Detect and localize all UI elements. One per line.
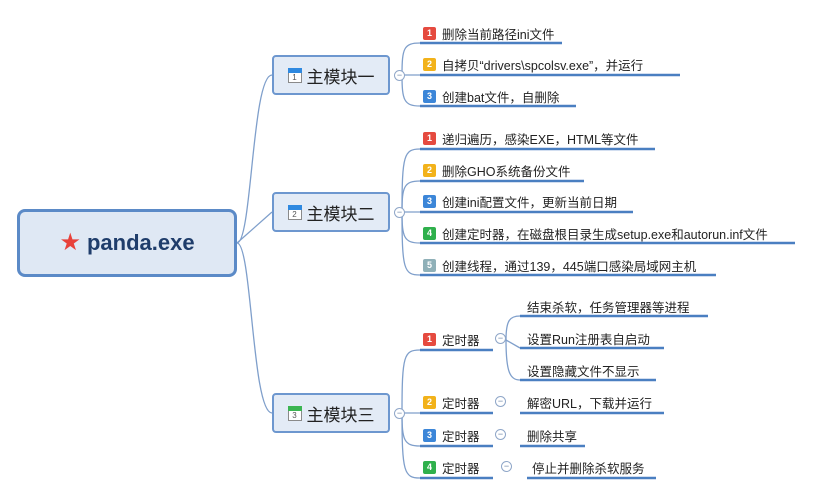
priority-3-icon: 3 [423, 429, 436, 442]
collapse-icon[interactable]: − [495, 396, 506, 407]
priority-2-icon: 2 [423, 396, 436, 409]
collapse-icon[interactable]: − [495, 333, 506, 344]
list-item[interactable]: 2 自拷贝“drivers\spcolsv.exe”，并运行 [423, 55, 643, 74]
item-text: 删除当前路径ini文件 [442, 28, 555, 42]
item-text: 创建bat文件，自删除 [442, 91, 560, 105]
timer-subitem[interactable]: 设置隐藏文件不显示 [527, 365, 640, 379]
collapse-icon[interactable]: − [495, 429, 506, 440]
timer-node-3[interactable]: 3 定时器 [423, 426, 480, 445]
priority-1-icon: 1 [423, 27, 436, 40]
priority-3-icon: 3 [423, 90, 436, 103]
list-item[interactable]: 1 递归遍历，感染EXE，HTML等文件 [423, 129, 639, 148]
timer-subitem[interactable]: 停止并删除杀软服务 [532, 462, 645, 476]
module-node-3[interactable]: 3 主模块三 [272, 393, 390, 433]
calendar-icon: 2 [287, 204, 302, 220]
item-text: 删除GHO系统备份文件 [442, 165, 571, 179]
list-item[interactable]: 1 删除当前路径ini文件 [423, 24, 555, 43]
collapse-icon[interactable]: − [394, 207, 405, 218]
timer-node-1[interactable]: 1 定时器 [423, 330, 480, 349]
timer-label: 定时器 [442, 397, 480, 411]
list-item[interactable]: 4 创建定时器，在磁盘根目录生成setup.exe和autorun.inf文件 [423, 224, 768, 243]
root-title: panda.exe [86, 230, 195, 255]
timer-label: 定时器 [442, 462, 480, 476]
item-text: 递归遍历，感染EXE，HTML等文件 [442, 133, 639, 147]
priority-3-icon: 3 [423, 195, 436, 208]
module-node-2[interactable]: 2 主模块二 [272, 192, 390, 232]
module-title: 主模块一 [306, 67, 375, 87]
module-title: 主模块三 [306, 405, 375, 425]
module-node-1[interactable]: 1 主模块一 [272, 55, 390, 95]
priority-1-icon: 1 [423, 132, 436, 145]
timer-node-2[interactable]: 2 定时器 [423, 393, 480, 412]
item-text: 创建线程，通过139，445端口感染局域网主机 [442, 260, 697, 274]
item-text: 创建ini配置文件，更新当前日期 [442, 196, 618, 210]
calendar-icon: 3 [287, 405, 302, 421]
priority-2-icon: 2 [423, 58, 436, 71]
timer-subitem[interactable]: 删除共享 [527, 430, 578, 444]
priority-2-icon: 2 [423, 164, 436, 177]
priority-5-icon: 5 [423, 259, 436, 272]
collapse-icon[interactable]: − [394, 408, 405, 419]
priority-1-icon: 1 [423, 333, 436, 346]
item-text: 创建定时器，在磁盘根目录生成setup.exe和autorun.inf文件 [442, 228, 768, 242]
root-node[interactable]: ★ panda.exe [17, 209, 237, 277]
item-text: 自拷贝“drivers\spcolsv.exe”，并运行 [442, 59, 644, 73]
module-title: 主模块二 [306, 204, 375, 224]
priority-4-icon: 4 [423, 227, 436, 240]
timer-label: 定时器 [442, 334, 480, 348]
list-item[interactable]: 3 创建ini配置文件，更新当前日期 [423, 192, 617, 211]
timer-label: 定时器 [442, 430, 480, 444]
timer-node-4[interactable]: 4 定时器 [423, 458, 480, 477]
list-item[interactable]: 5 创建线程，通过139，445端口感染局域网主机 [423, 256, 696, 275]
list-item[interactable]: 2 删除GHO系统备份文件 [423, 161, 570, 180]
priority-4-icon: 4 [423, 461, 436, 474]
calendar-icon: 1 [287, 67, 302, 83]
list-item[interactable]: 3 创建bat文件，自删除 [423, 87, 559, 106]
collapse-icon[interactable]: − [501, 461, 512, 472]
timer-subitem[interactable]: 解密URL，下载并运行 [527, 397, 653, 411]
star-icon: ★ [59, 229, 81, 256]
timer-subitem[interactable]: 设置Run注册表自启动 [527, 333, 650, 347]
collapse-icon[interactable]: − [394, 70, 405, 81]
timer-subitem[interactable]: 结束杀软，任务管理器等进程 [527, 301, 690, 315]
